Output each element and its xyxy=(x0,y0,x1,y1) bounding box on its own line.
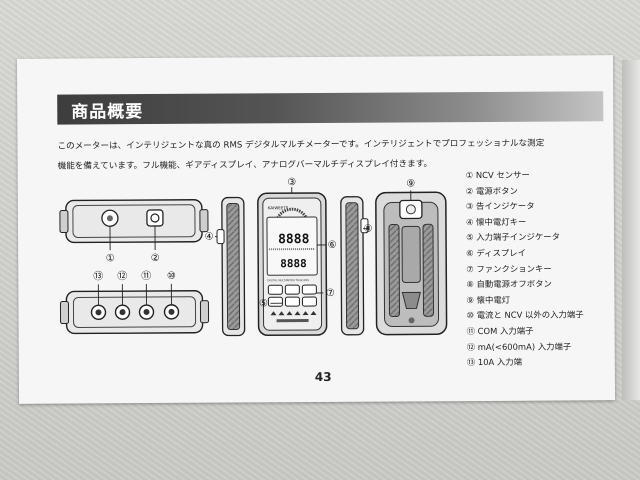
callout-label: ⑤ xyxy=(259,298,268,309)
callout-label: ⑥ xyxy=(328,240,337,251)
function-key-icon xyxy=(267,284,283,295)
power-button-icon xyxy=(146,209,164,227)
function-key-icon xyxy=(267,296,283,307)
meter-top-view xyxy=(59,199,209,244)
callout-label: ⑬ xyxy=(93,270,103,282)
legend-item: ⑨ 懐中電灯 xyxy=(466,294,511,305)
page-number: 43 xyxy=(314,369,332,385)
next-page-edge xyxy=(622,60,640,400)
function-key-icon xyxy=(284,284,300,295)
legend-item: ⑫ mA(<600mA) 入力端子 xyxy=(466,340,572,352)
legend-item: ① NCV センサー xyxy=(465,169,530,181)
parts-legend: ① NCV センサー ② 電源ボタン ③ 告インジケータ ④ 懐中電灯キー ⑤ … xyxy=(466,167,584,370)
legend-item: ⑤ 入力端子インジケータ xyxy=(466,231,561,243)
callout-label: ⑧ xyxy=(363,224,372,235)
callout-label: ⑨ xyxy=(406,178,415,189)
legend-item: ④ 懐中電灯キー xyxy=(465,216,527,227)
meter-bottom-view xyxy=(59,290,210,335)
legend-item: ⑬ 10A 入力端 xyxy=(466,356,523,368)
manual-page: 商品概要 このメーターは、インテリジェントな真の RMS デジタルマルチメーター… xyxy=(16,55,616,404)
callout-leaders xyxy=(97,187,412,306)
lcd-sub-reading: 8888 xyxy=(280,257,307,270)
callout-label: ⑫ xyxy=(117,270,127,282)
legend-item: ⑧ 自動電源オフボタン xyxy=(466,278,552,290)
function-key-icon xyxy=(301,296,317,307)
lcd-main-reading: 8888 xyxy=(278,232,310,247)
legend-item: ② 電源ボタン xyxy=(465,185,518,196)
brand-label: KAIWEETS xyxy=(268,205,289,210)
legend-item: ③ 告インジケータ xyxy=(465,200,535,212)
callout-label: ① xyxy=(106,253,115,264)
callout-label: ③ xyxy=(287,177,296,188)
meter-front-view: KAIWEETS 8888 8888 DIGITAL MULTIMETER TR… xyxy=(257,192,328,337)
flashlight-key-icon xyxy=(216,229,225,245)
callout-label: ⑪ xyxy=(141,270,151,282)
callout-label: ⑦ xyxy=(326,288,335,299)
callout-label: ⑩ xyxy=(167,271,176,282)
input-terminal-indicator-icon xyxy=(270,311,317,316)
callout-label: ② xyxy=(151,253,160,264)
model-label: DIGITAL MULTIMETER TRUE RMS xyxy=(267,278,309,282)
legend-item: ⑦ ファンクションキー xyxy=(466,263,552,274)
legend-item: ⑩ 電流と NCV 以外の入力端子 xyxy=(466,309,584,321)
meter-back-view xyxy=(375,191,448,336)
auto-power-off-button-icon xyxy=(360,218,369,234)
meter-illustrations: KAIWEETS 8888 8888 DIGITAL MULTIMETER TR… xyxy=(59,177,448,337)
meter-right-side-view xyxy=(340,196,369,336)
function-key-icon xyxy=(284,296,300,307)
meter-left-side-view xyxy=(216,196,246,337)
callout-label: ④ xyxy=(205,232,214,243)
legend-item: ⑪ COM 入力端子 xyxy=(466,325,534,337)
function-key-icon xyxy=(301,284,317,295)
legend-item: ⑥ ディスプレイ xyxy=(466,247,527,259)
